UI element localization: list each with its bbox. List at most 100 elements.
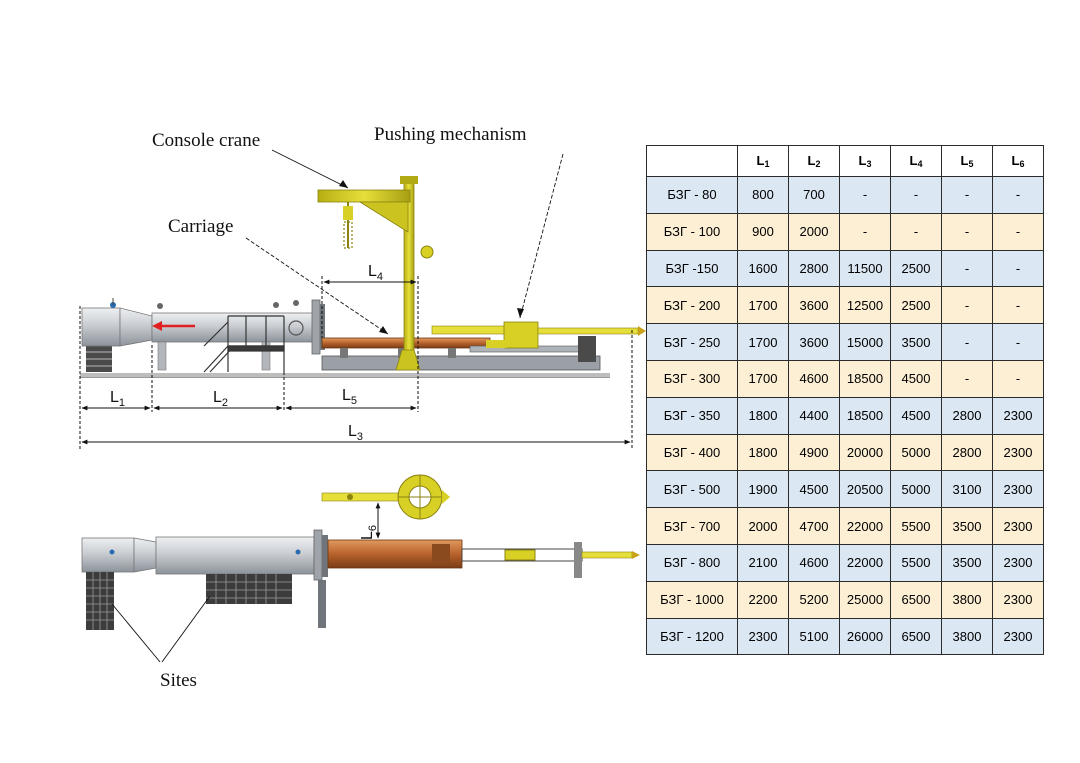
ground-hatch	[80, 373, 610, 377]
vessel-body	[81, 298, 325, 371]
plan-side-bracket	[318, 580, 326, 628]
table-cell-l3: 20000	[839, 433, 891, 472]
table-cell-l2: 5100	[788, 617, 840, 656]
table-cell-l3: 15000	[839, 323, 891, 361]
table-cell-l3: -	[839, 212, 891, 251]
table-cell-l6: 2300	[992, 580, 1044, 619]
table-cell-l5: -	[941, 212, 993, 251]
table-cell-model: БЗГ -150	[646, 249, 738, 288]
leader-console-crane	[271, 149, 349, 189]
carriage-frame	[321, 336, 601, 371]
leader-pushing-mechanism	[519, 153, 564, 319]
table-cell-l2: 2000	[788, 212, 840, 251]
table-cell-model: БЗГ - 1000	[646, 580, 738, 619]
table-cell-l6: -	[992, 212, 1044, 251]
table-cell-l3: 18500	[839, 359, 891, 398]
table-cell-l3: 22000	[839, 543, 891, 582]
table-cell-l5: 3100	[941, 470, 993, 509]
table-cell-l5: -	[941, 286, 993, 325]
table-cell-l4: 4500	[890, 396, 942, 435]
table-cell-l6: 2300	[992, 433, 1044, 472]
table-cell-l1: 2300	[737, 617, 789, 656]
table-cell-l2: 5200	[788, 580, 840, 619]
table-cell-l6: 2300	[992, 617, 1044, 656]
plan-view: L6 Sites	[81, 474, 640, 691]
table-cell-l2: 4500	[788, 470, 840, 509]
table-cell-model: БЗГ - 700	[646, 507, 738, 545]
table-cell-l4: 3500	[890, 323, 942, 361]
table-cell-l2: 4900	[788, 433, 840, 472]
table-cell-l2: 3600	[788, 323, 840, 361]
table-cell-l5: -	[941, 359, 993, 398]
table-cell-l3: 18500	[839, 396, 891, 435]
table-cell-l3: -	[839, 176, 891, 214]
table-cell-l6: 2300	[992, 507, 1044, 545]
col-header-l3: L3	[839, 145, 891, 177]
table-cell-l2: 3600	[788, 286, 840, 325]
table-cell-l5: -	[941, 323, 993, 361]
table-cell-l1: 800	[737, 176, 789, 214]
dim-label-l4: L4	[368, 263, 383, 283]
leader-carriage	[245, 237, 389, 335]
table-cell-l6: 2300	[992, 396, 1044, 435]
table-cell-l6: 2300	[992, 543, 1044, 582]
site-left	[86, 572, 114, 630]
table-cell-model: БЗГ - 350	[646, 396, 738, 435]
table-cell-l4: 5500	[890, 543, 942, 582]
label-console-crane: Console crane	[152, 130, 260, 151]
table-cell-l4: 4500	[890, 359, 942, 398]
table-cell-l2: 4600	[788, 543, 840, 582]
table-cell-l5: 3500	[941, 543, 993, 582]
table-cell-l4: 5000	[890, 433, 942, 472]
label-sites: Sites	[160, 670, 197, 691]
table-cell-model: БЗГ - 1200	[646, 617, 738, 656]
table-cell-l1: 2000	[737, 507, 789, 545]
col-header-l4: L4	[890, 145, 942, 177]
table-cell-l4: 6500	[890, 580, 942, 619]
table-cell-l3: 12500	[839, 286, 891, 325]
table-cell-l1: 1800	[737, 433, 789, 472]
dim-label-l3: L3	[348, 423, 363, 443]
side-elevation-view: L1 L2 L5 L3 L4 Console crane Pushing mec…	[79, 124, 646, 450]
table-cell-l6: -	[992, 323, 1044, 361]
table-cell-l2: 4600	[788, 359, 840, 398]
table-cell-l4: 6500	[890, 617, 942, 656]
table-cell-l5: -	[941, 249, 993, 288]
table-cell-l3: 11500	[839, 249, 891, 288]
dim-label-l1: L1	[110, 389, 125, 409]
col-header-l2: L2	[788, 145, 840, 177]
table-cell-l5: 3800	[941, 617, 993, 656]
table-cell-l1: 900	[737, 212, 789, 251]
table-cell-l2: 700	[788, 176, 840, 214]
dim-label-l5: L5	[342, 387, 357, 407]
table-cell-l5: 3800	[941, 580, 993, 619]
table-cell-l1: 2200	[737, 580, 789, 619]
table-cell-model: БЗГ - 500	[646, 470, 738, 509]
dim-label-l2: L2	[213, 389, 228, 409]
table-cell-l4: 5500	[890, 507, 942, 545]
table-cell-l3: 26000	[839, 617, 891, 656]
table-cell-l1: 1700	[737, 359, 789, 398]
table-cell-l1: 1700	[737, 286, 789, 325]
table-cell-model: БЗГ - 200	[646, 286, 738, 325]
table-cell-l6: -	[992, 249, 1044, 288]
table-cell-l2: 2800	[788, 249, 840, 288]
table-cell-l6: -	[992, 286, 1044, 325]
label-pushing-mechanism: Pushing mechanism	[374, 124, 527, 145]
table-cell-l3: 20500	[839, 470, 891, 509]
leader-sites-right	[161, 595, 211, 663]
table-cell-l6: 2300	[992, 470, 1044, 509]
console-crane	[317, 176, 434, 371]
